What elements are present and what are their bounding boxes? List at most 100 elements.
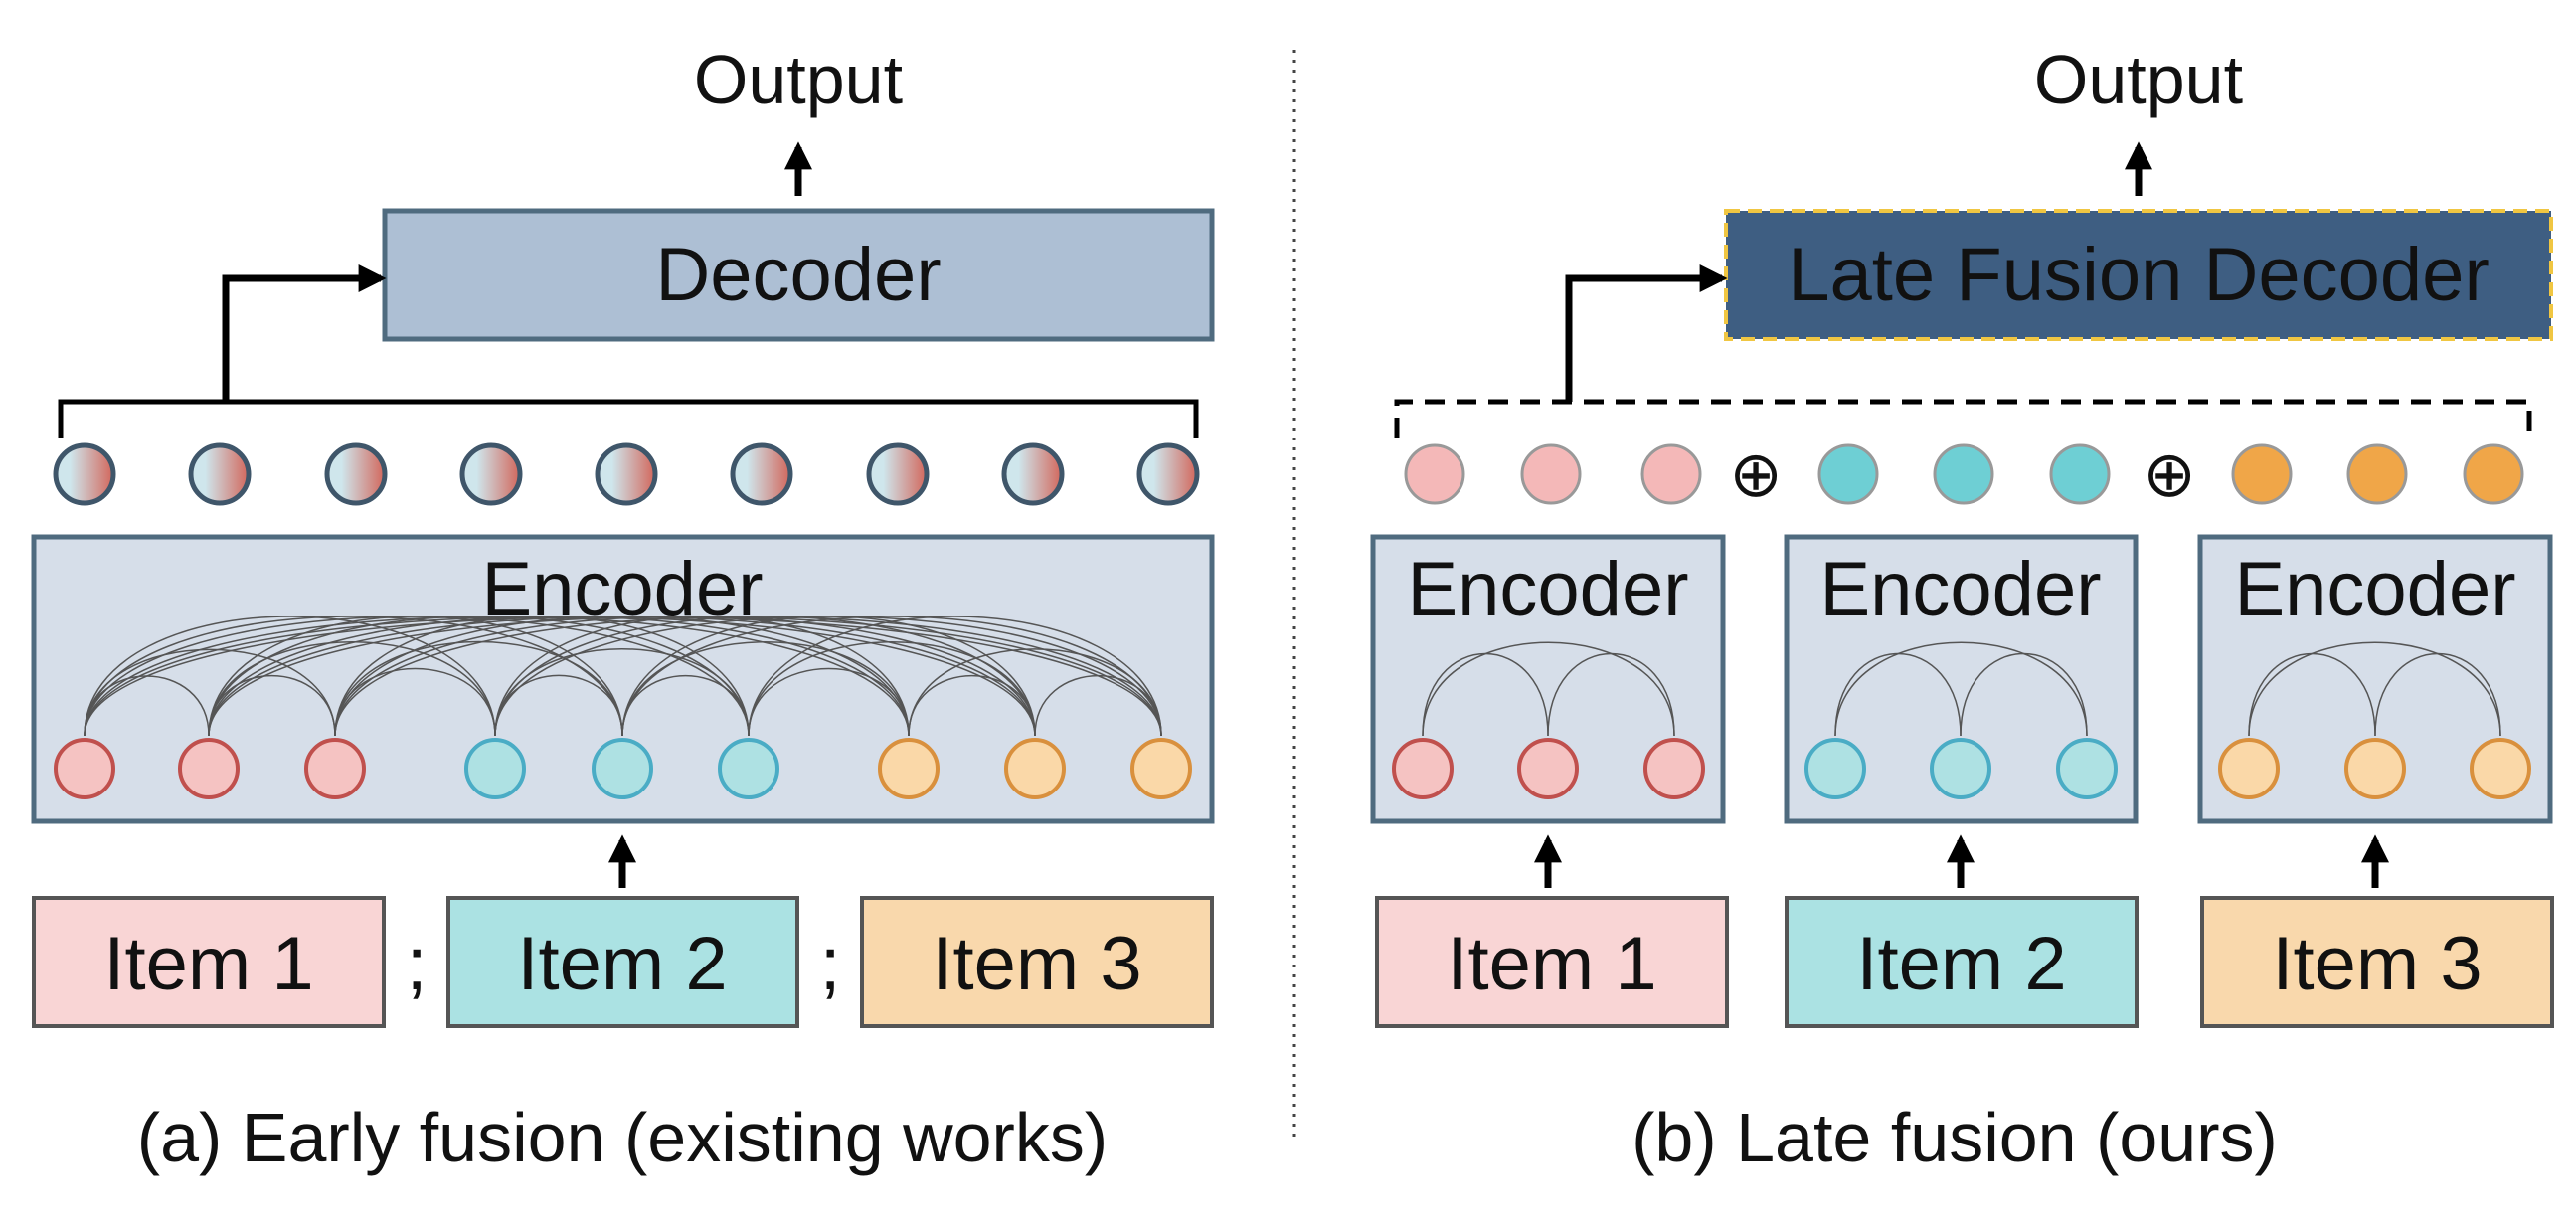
attention-arc	[621, 616, 1036, 737]
early-attention-arcs	[84, 616, 1162, 737]
attention-arc	[1422, 641, 1675, 737]
attention-arc	[334, 640, 623, 737]
late-item-1-label: Item 1	[1447, 922, 1656, 1006]
encoded-token	[1520, 443, 1582, 505]
early-item-2-box	[446, 896, 799, 1028]
input-token-node	[178, 738, 240, 799]
late-caption: (b) Late fusion (ours)	[1631, 1099, 2278, 1176]
input-token-node	[2218, 738, 2280, 799]
late-item-2-box	[1785, 896, 2139, 1028]
late-attention-arcs	[1422, 641, 2501, 737]
late-item-3-box	[2200, 896, 2554, 1028]
input-token-node	[1517, 738, 1579, 799]
late-encoder-3-label: Encoder	[2234, 547, 2515, 631]
early-separator-1: ;	[406, 922, 427, 1006]
fused-token	[1001, 442, 1065, 506]
input-token-node	[592, 738, 653, 799]
attention-arc	[1834, 641, 2088, 737]
attention-arc	[84, 616, 496, 737]
late-item-2: Item 2	[1785, 896, 2139, 1028]
late-encoder-2-label: Encoder	[1819, 547, 2101, 631]
late-output-label: Output	[2034, 41, 2243, 118]
early-fusion-panel: Output Decoder Encoder Item 1 ; Item 2 ;…	[31, 41, 1215, 1176]
late-fusion-panel: Output Late Fusion Decoder ⊕ ⊕ Encoder E…	[1370, 41, 2554, 1176]
early-item-3-label: Item 3	[932, 922, 1141, 1006]
encoded-token	[2463, 443, 2524, 505]
input-token-node	[1643, 738, 1705, 799]
encoded-token	[1817, 443, 1879, 505]
attention-arc	[2374, 652, 2501, 737]
early-item-2-label: Item 2	[517, 922, 727, 1006]
encoded-token	[2049, 443, 2111, 505]
late-concatenated-tokens	[1404, 443, 2524, 505]
input-token-node	[718, 738, 779, 799]
late-decoder-box	[1724, 209, 2553, 341]
early-item-1-box	[32, 896, 386, 1028]
fused-token	[866, 442, 930, 506]
fused-token	[730, 442, 793, 506]
late-item-1-box	[1375, 896, 1729, 1028]
late-item-2-label: Item 2	[1856, 922, 2066, 1006]
attention-arc	[334, 616, 910, 737]
fused-token	[459, 442, 523, 506]
encoded-token	[1640, 443, 1702, 505]
early-item-1-label: Item 1	[103, 922, 313, 1006]
early-item-3: Item 3	[860, 896, 1214, 1028]
early-caption: (a) Early fusion (existing works)	[137, 1099, 1108, 1176]
input-token-node	[54, 738, 115, 799]
attention-arc	[334, 616, 750, 737]
attention-arc	[908, 648, 1162, 737]
input-token-node	[1392, 738, 1454, 799]
encoded-token	[1933, 443, 1994, 505]
early-fused-tokens	[53, 442, 1200, 506]
early-item-3-box	[860, 896, 1214, 1028]
attention-arc	[2248, 641, 2501, 737]
attention-arc	[621, 641, 910, 737]
input-token-node	[464, 738, 526, 799]
attention-arc	[84, 616, 623, 737]
input-token-node	[1804, 738, 1866, 799]
fused-token	[53, 442, 116, 506]
late-item-3: Item 3	[2200, 896, 2554, 1028]
encoded-token	[2346, 443, 2408, 505]
input-token-node	[1930, 738, 1991, 799]
early-decoder-box	[382, 208, 1215, 342]
early-separator-2: ;	[819, 922, 840, 1006]
attention-arc	[748, 616, 1162, 737]
fused-token	[188, 442, 252, 506]
early-decoder-label: Decoder	[655, 233, 941, 317]
attention-arc	[908, 675, 1036, 737]
encoded-token	[2231, 443, 2293, 505]
early-item-1: Item 1	[32, 896, 386, 1028]
input-token-node	[1004, 738, 1066, 799]
late-encoder-1-label: Encoder	[1407, 547, 1688, 631]
late-decoder-label: Late Fusion Decoder	[1788, 233, 2490, 317]
attention-arc	[494, 616, 1036, 737]
early-input-nodes	[54, 738, 1192, 799]
early-output-label: Output	[694, 41, 903, 118]
concat-symbol-1: ⊕	[1729, 439, 1783, 510]
fused-token	[324, 442, 388, 506]
input-token-node	[1130, 738, 1192, 799]
attention-arc	[748, 641, 1036, 737]
early-token-bracket	[58, 399, 1199, 438]
encoded-token	[1404, 443, 1465, 505]
attention-arc	[1547, 652, 1675, 737]
input-token-node	[878, 738, 940, 799]
attention-arc	[748, 667, 910, 737]
fused-token	[595, 442, 658, 506]
attention-arc	[494, 616, 910, 737]
input-token-node	[2470, 738, 2531, 799]
early-item-2: Item 2	[446, 896, 799, 1028]
fused-token	[1136, 442, 1200, 506]
concat-symbol-2: ⊕	[2143, 439, 2196, 510]
input-token-node	[304, 738, 366, 799]
late-item-3-label: Item 3	[2272, 922, 2482, 1006]
late-bracket-arrow	[1565, 264, 1728, 402]
input-token-node	[2344, 738, 2406, 799]
attention-arc	[1960, 652, 2088, 737]
input-token-node	[2056, 738, 2118, 799]
attention-arc	[1034, 675, 1162, 737]
late-item-1: Item 1	[1375, 896, 1729, 1028]
attention-arc	[208, 616, 623, 737]
